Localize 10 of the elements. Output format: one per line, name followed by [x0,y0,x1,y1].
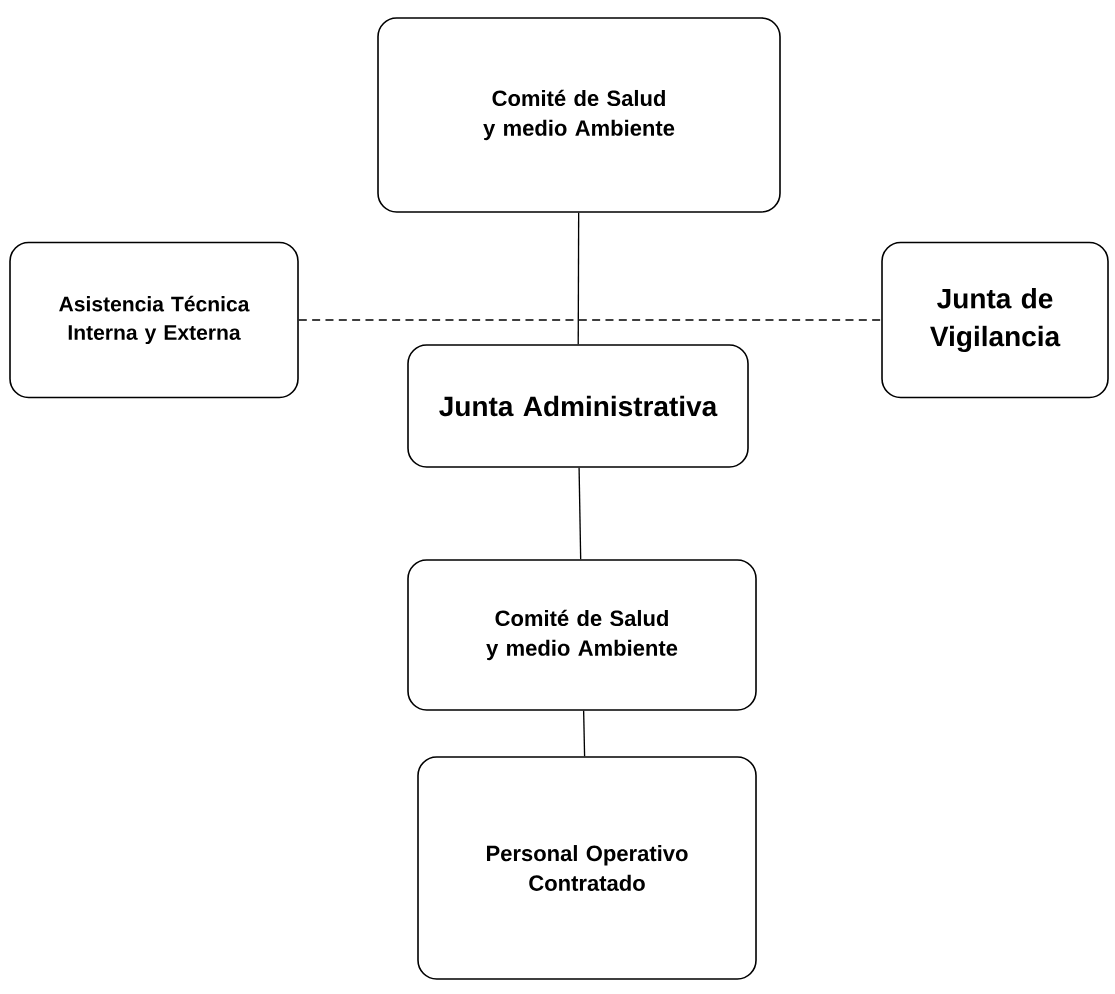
org-box: Comité de Salud y medio Ambiente [377,17,781,213]
org-box: Asistencia Técnica Interna y Externa [9,241,299,399]
org-box: Junta Administrativa [407,344,749,468]
connector-line [578,467,582,560]
org-box: Junta de Vigilancia [881,241,1109,399]
connector-line [298,319,882,321]
org-box: Personal Operativo Contratado [417,756,757,980]
org-box: Comité de Salud y medio Ambiente [407,559,757,711]
connector-line [577,212,580,345]
connector-line [582,710,586,757]
